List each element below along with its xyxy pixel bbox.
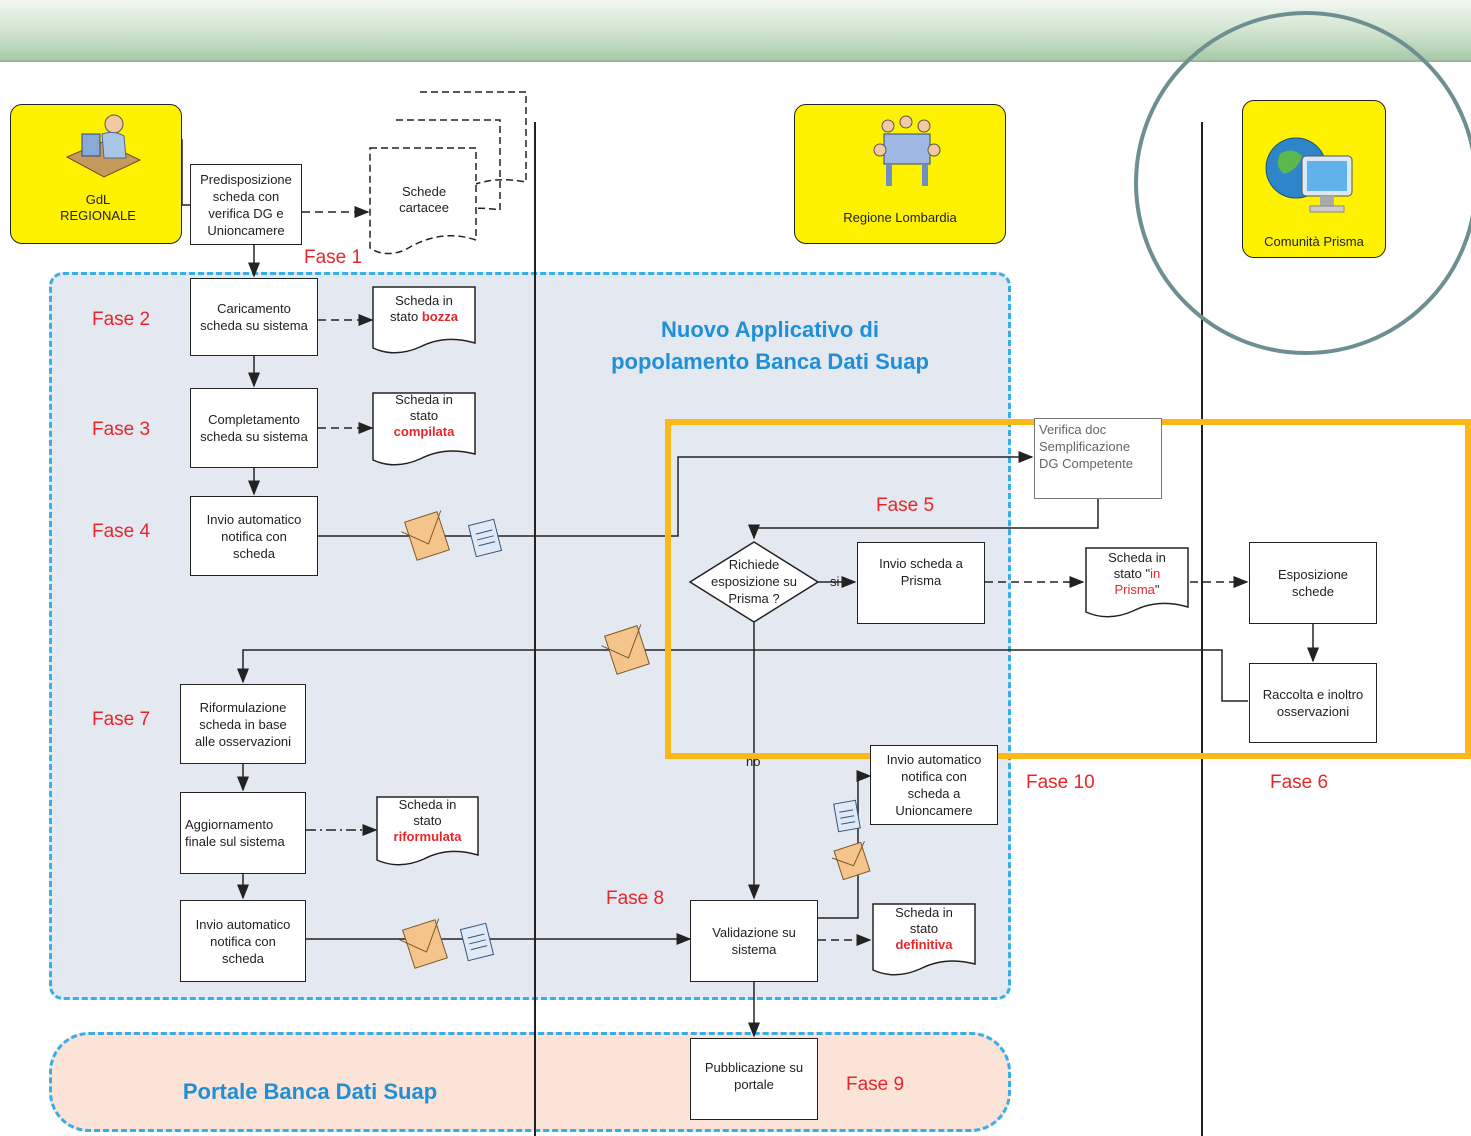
actor-gdl-label: GdL REGIONALE	[60, 192, 136, 223]
process-invio-notifica-2: Invio automatico notifica con scheda	[180, 900, 306, 982]
doc-schede-cartacee: Schede cartacee	[399, 184, 449, 215]
phase-label-4: Fase 4	[92, 521, 151, 542]
phase-label-7: Fase 7	[92, 709, 151, 730]
phase-label-5: Fase 5	[876, 495, 935, 516]
phase-label-2: Fase 2	[92, 309, 151, 330]
phase-label-3: Fase 3	[92, 419, 151, 440]
globe-computer-icon	[1265, 137, 1353, 213]
process-pubblicazione: Pubblicazione su portale	[690, 1038, 818, 1120]
actor-prisma-label: Comunità Prisma	[1264, 234, 1364, 249]
actor-regione-label: Regione Lombardia	[843, 210, 957, 225]
envelope-icon	[601, 624, 650, 675]
phase-label-8: Fase 8	[606, 888, 665, 909]
process-completamento: Completamento scheda su sistema	[190, 388, 318, 468]
document-icon	[459, 922, 495, 962]
highlight-circle	[1134, 11, 1471, 355]
actor-gdl-regionale	[10, 104, 182, 244]
decision-yes-label: si	[830, 574, 840, 589]
process-aggiornamento: Aggiornamento finale sul sistema	[180, 792, 306, 874]
process-esposizione: Esposizione schede	[1249, 542, 1377, 624]
lane-portale	[49, 1032, 1011, 1132]
envelope-icon	[401, 510, 450, 561]
envelope-icon	[831, 840, 871, 881]
phase-label-9: Fase 9	[846, 1074, 905, 1095]
process-validazione: Validazione su sistema	[690, 900, 818, 982]
actor-regione-lombardia	[794, 104, 1006, 244]
doc-in-prisma: Scheda in stato "in Prisma"	[1108, 550, 1166, 597]
lane-title-portale: Portale Banca Dati Suap	[182, 1079, 438, 1104]
phase-label-6: Fase 6	[1270, 772, 1329, 793]
process-invio-unioncamere: Invio automatico notifica con scheda a U…	[870, 745, 998, 825]
decision-no-label: no	[746, 754, 761, 769]
process-riformulazione: Riformulazione scheda in base alle osser…	[180, 684, 306, 764]
process-invio-notifica-1: Invio automatico notifica con scheda	[190, 496, 318, 576]
phase-label-1: Fase 1	[304, 247, 363, 268]
doc-bozza: Scheda in stato bozza	[390, 293, 458, 324]
process-invio-prisma: Invio scheda a Prisma	[857, 542, 985, 624]
decision-label: Richiede esposizione su Prisma ?	[711, 557, 797, 606]
document-icon	[833, 799, 861, 833]
process-predisposizione: Predisposizione scheda con verifica DG e…	[190, 164, 302, 245]
cartacee-stack-shape	[369, 91, 527, 255]
meeting-group-icon	[873, 115, 941, 186]
process-raccolta: Raccolta e inoltro osservazioni	[1249, 663, 1377, 743]
process-verifica-doc: Verifica doc Semplificazione DG Competen…	[1034, 418, 1162, 499]
process-caricamento: Caricamento scheda su sistema	[190, 278, 318, 356]
user-at-desk-icon	[65, 114, 142, 178]
envelope-icon	[399, 918, 448, 969]
phase-label-10: Fase 10	[1026, 772, 1095, 793]
document-icon	[467, 518, 503, 558]
lane-title-nuovo-applicativo: Nuovo Applicativo di popolamento Banca D…	[611, 317, 929, 374]
